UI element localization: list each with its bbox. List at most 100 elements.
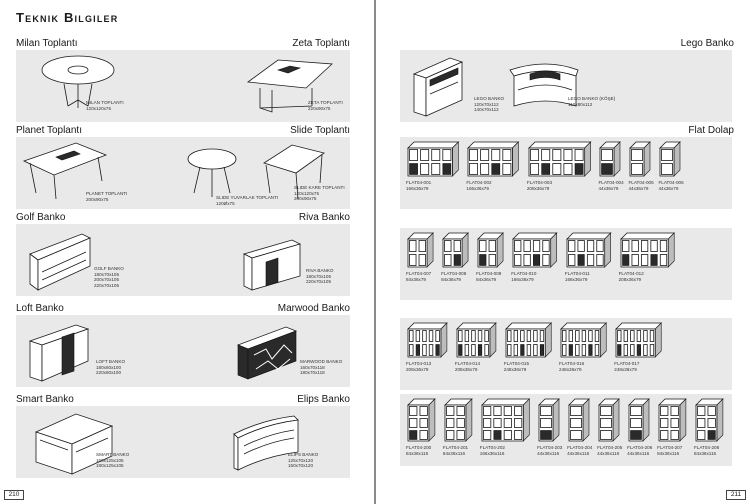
cabinet-side (642, 398, 650, 442)
cabinet-compartment (415, 330, 421, 342)
cabinet-compartment (506, 330, 512, 342)
marwood-counter-drawing (236, 326, 298, 380)
flat-unit-code: FLAT04-012 (618, 271, 644, 276)
cabinet-compartment (409, 254, 417, 266)
cabinet-compartment (482, 406, 492, 416)
cabinet-compartment (575, 344, 580, 356)
cabinet-compartment (493, 430, 502, 440)
cabinet-drawing (455, 322, 497, 358)
cabinet-compartment (568, 330, 574, 342)
cabinet-side (496, 232, 504, 268)
caption-slide-round: SLIDE YUVARLAK TOPLANTI 120Øx75 (216, 195, 279, 206)
cabinet-compartment (631, 240, 639, 252)
cabinet-compartment (526, 330, 531, 342)
cabinet-compartment (600, 406, 612, 416)
cabinet-compartment (540, 430, 552, 440)
cabinet-side (461, 232, 469, 268)
cabinet-compartment (623, 330, 629, 342)
cabinet-compartment (526, 344, 531, 356)
flat-unit-dims: 166x36x79 (564, 276, 588, 282)
cabinet-drawing (659, 141, 682, 177)
cabinet-side (544, 322, 552, 358)
flat-unit-dims: 166x36x79 (406, 185, 429, 191)
smart-elips-drawings (34, 413, 299, 475)
cabinet-front (615, 328, 656, 358)
flat-unit-code: FLAT04-003 (526, 180, 553, 185)
cabinet-side (489, 322, 497, 358)
cabinet-compartment (617, 344, 622, 356)
cabinet-drawing (658, 398, 687, 442)
cabinet-compartment (588, 330, 593, 342)
cabinet-top (480, 398, 531, 406)
flat-unit-code: FLAT04-015 (503, 361, 530, 366)
cabinet-compartment (491, 163, 501, 175)
cabinet-compartment (529, 149, 539, 161)
cabinet-compartment (482, 418, 492, 428)
cabinet-compartment (503, 406, 512, 416)
cabinet-compartment (575, 330, 580, 342)
cabinet-compartment (442, 163, 452, 175)
planet-table-drawing (22, 142, 108, 200)
cabinet-compartment (458, 330, 463, 342)
page-number-left: 210 (4, 490, 24, 500)
cabinet-compartment (697, 406, 706, 416)
cabinet-drawing (565, 232, 612, 268)
lego-drawings (412, 57, 579, 117)
cabinet-side (655, 322, 662, 358)
cabinet-drawing (443, 398, 473, 442)
cabinet-compartment (477, 344, 483, 356)
flat-unit-code: FLAT04-010 (511, 271, 537, 276)
cabinet-compartment (464, 330, 469, 342)
cabinet-compartment (562, 344, 567, 356)
cabinet-compartment (640, 240, 648, 252)
cabinet-compartment (570, 406, 582, 416)
section-title-flat: Flat Dolap (688, 125, 734, 136)
golf-counter-drawing (29, 233, 91, 291)
cabinet-compartment (552, 149, 562, 161)
cabinet-side (582, 398, 590, 442)
section-title-planet: Planet Toplantı (16, 125, 82, 136)
cabinet-compartment (479, 240, 487, 252)
flat-unit-code: FLAT04-006 (658, 180, 684, 185)
cabinet-drawing (538, 398, 561, 442)
cabinet-compartment (707, 418, 716, 428)
flat-unit-dims: 44x36x116 (627, 450, 650, 456)
flat-unit-dims: 44x36x116 (597, 450, 620, 456)
flat-unit-dims: 84x36x79 (406, 276, 426, 282)
cabinet-compartment (493, 406, 502, 416)
cabinet-compartment (542, 254, 550, 266)
cabinet-compartment (431, 163, 441, 175)
panel-lego: LEGO BANKO 120x70x112 140x70x112 LEGO BA… (400, 50, 732, 122)
flat-unit-code: FLAT04-204 (567, 445, 593, 450)
flat-unit-code: FLAT04-016 (559, 361, 585, 366)
section-title-milan: Milan Toplantı (16, 38, 78, 49)
cabinet-compartment (419, 430, 428, 440)
loft-counter-drawing (28, 324, 90, 382)
cabinet-compartment (570, 430, 582, 440)
caption-golf: GOLF BANKO 180x70x105 200x70x105 220x70x… (94, 266, 124, 288)
cabinet-compartment (409, 344, 414, 356)
caption-slide-square: SLIDE KARE TOPLANTI 120x120x75 200x90x75 (294, 185, 345, 202)
cabinet-compartment (419, 406, 428, 416)
cabinet-front (407, 147, 453, 177)
cabinet-compartment (707, 430, 716, 440)
cabinet-compartment (636, 330, 642, 342)
section-title-smart: Smart Banko (16, 394, 74, 405)
flat-unit-code: FLAT04-201 (442, 445, 469, 450)
flat-unit-code: FLAT04-007 (406, 271, 432, 276)
cabinet-compartment (630, 406, 642, 416)
cabinet-side (440, 322, 448, 358)
cabinet-compartment (458, 344, 463, 356)
cabinet-compartment (533, 330, 538, 342)
cabinet-compartment (519, 330, 525, 342)
cabinet-compartment (594, 344, 600, 356)
flat-unit-code: FLAT04-002 (466, 180, 492, 185)
